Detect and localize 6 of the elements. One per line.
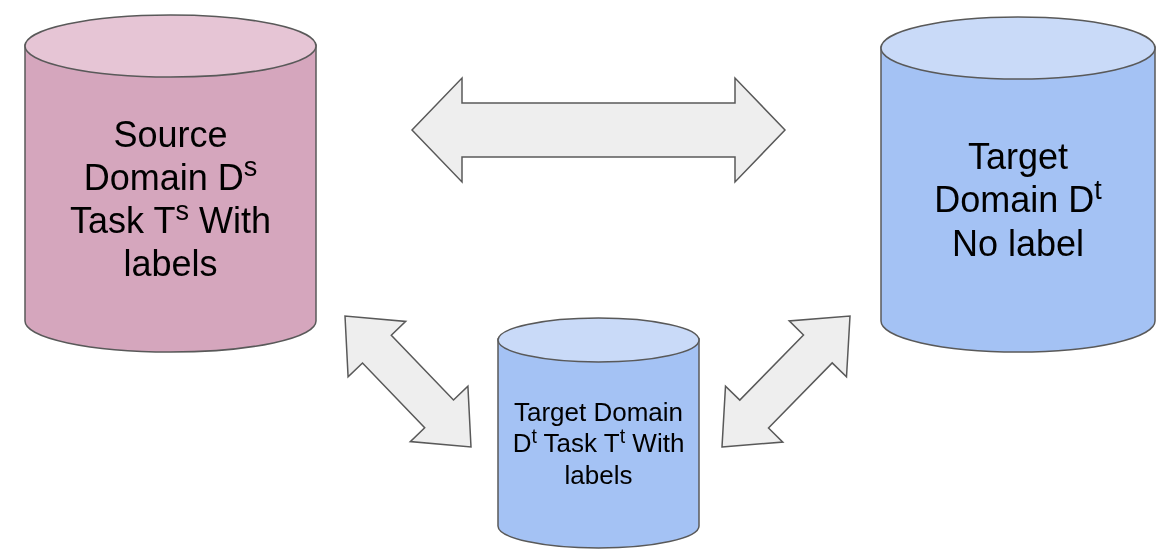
double-block-arrow — [344, 315, 472, 448]
double-block-arrow — [721, 315, 851, 448]
cylinder-label: Target Domain D$^{t}$ No label — [933, 135, 1103, 265]
cylinder-label: Source Domain D$^{s}$ Task T$^{s}$ With labels — [69, 112, 272, 286]
cylinder-label: Target Domain D$^{t}$ Task T$^{t}$ With labels — [511, 397, 686, 491]
double-block-arrow — [410, 76, 787, 184]
